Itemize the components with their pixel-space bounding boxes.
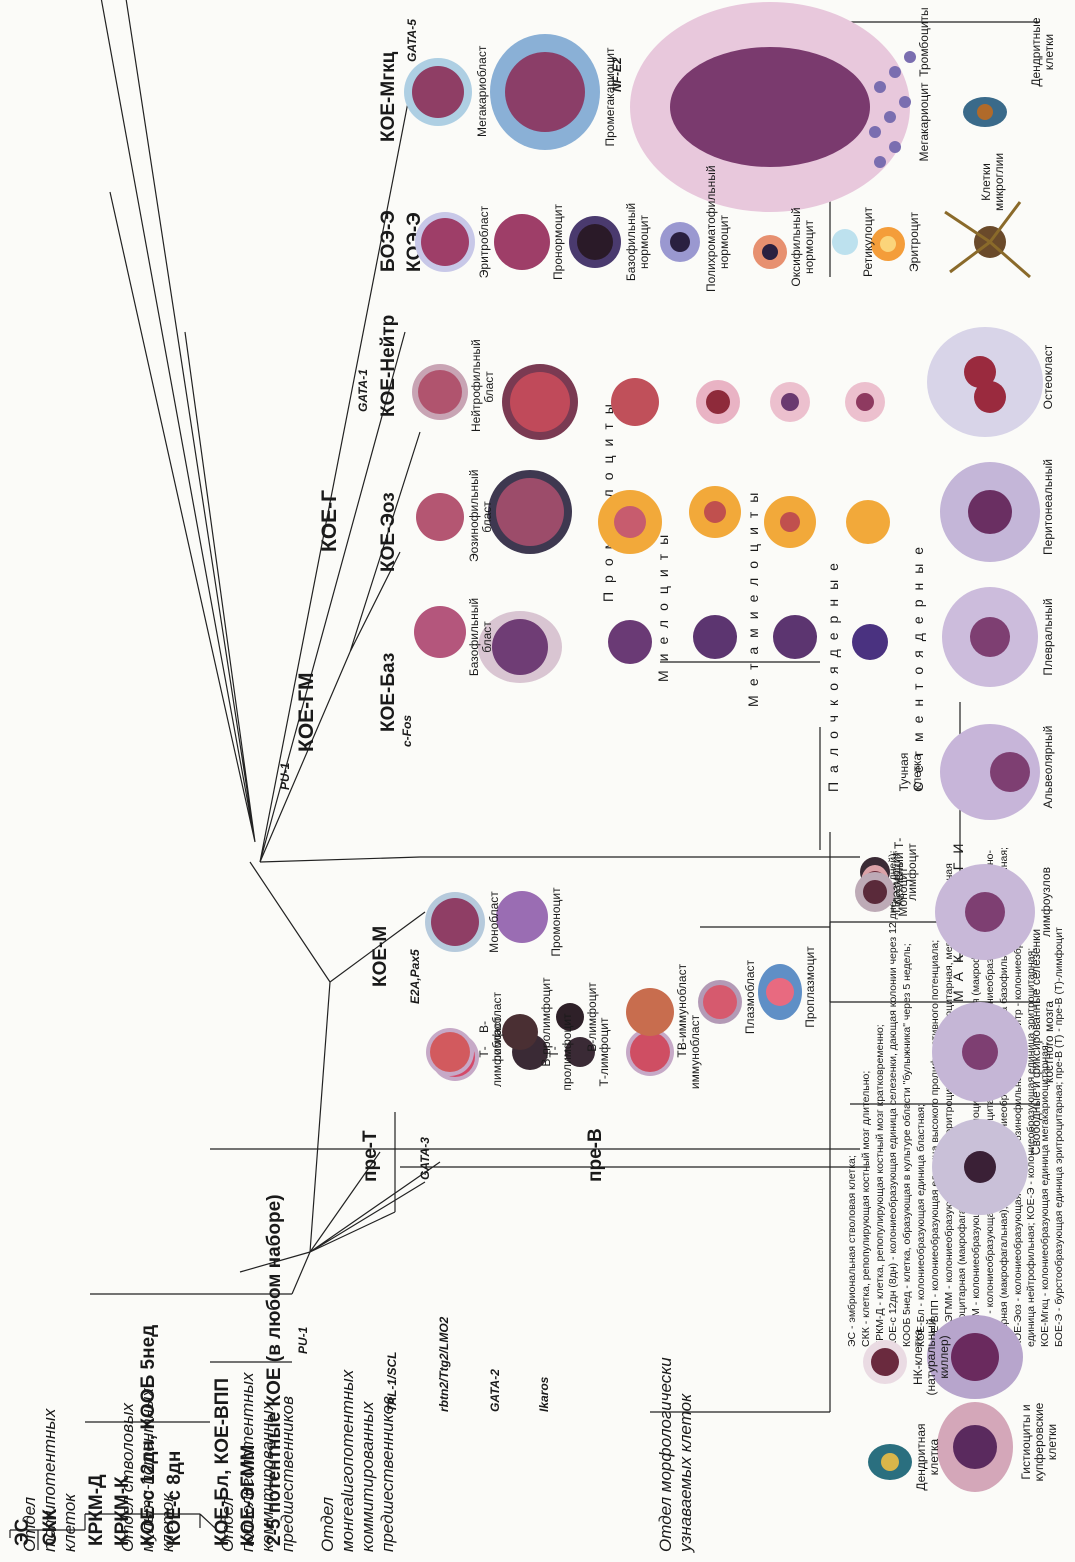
cell-baso-normocyte: [569, 216, 621, 268]
label-megakaryocyte: Мегакариоцит: [918, 77, 931, 167]
label-proplasmocyte: Проплазмоцит: [804, 942, 817, 1032]
label-dendritic-cells: Дендритные клетки: [1030, 12, 1056, 92]
cell-lymphnode-macrophage: [935, 864, 1035, 960]
cell-pronormocyte: [494, 214, 550, 270]
cell-eos-metamyelocyte: [689, 486, 741, 538]
cell-eos-blast: [416, 493, 464, 541]
label-b-lymphoblast: В-лимфобласт: [478, 987, 504, 1067]
cell-b-immunoblast: [626, 988, 674, 1036]
label-lymph-nodes: лимфоузлов: [1040, 857, 1053, 947]
cell-pleural: [942, 587, 1038, 687]
label-oxy-normocyte: Оксифильный нормоцит: [790, 202, 816, 292]
cell-dendritic-cells: [963, 97, 1007, 127]
label-peritoneal: Перитонеальный: [1042, 457, 1055, 557]
label-b-lymphocyte: В-лимфоцит: [586, 977, 599, 1057]
label-plasmablast: Плазмобласт: [744, 957, 757, 1037]
cell-erythrocyte: [871, 227, 905, 261]
cell-peritoneal: [940, 462, 1040, 562]
label-megakaryoblast: Мегакариобласт: [476, 47, 489, 137]
label-erythroblast: Эритробласт: [478, 202, 491, 282]
cell-histiocyte: [937, 1402, 1013, 1492]
label-mast: Тучная клетка: [898, 742, 924, 802]
label-neut-blast: Нейтрофильный бласт: [470, 342, 496, 432]
label-t-lymphocyte: Т-лимфоцит: [598, 1012, 611, 1092]
cell-osteoclast: [927, 327, 1043, 437]
cell-promonocyte: [496, 891, 548, 943]
label-microglia: Клетки микроглии: [980, 142, 1006, 222]
label-baso-blast: Базофильный бласт: [468, 597, 494, 677]
label-pronormocyte: Пронормоцит: [552, 202, 565, 282]
cell-bm-macrophage: [932, 1002, 1028, 1102]
cell-eos-band: [764, 496, 816, 548]
cell-megakaryoblast: [404, 58, 472, 126]
cell-b-prolymphocyte: [502, 1014, 538, 1050]
label-alveolar: Альвеолярный: [1042, 722, 1055, 812]
label-promonocyte: Промоноцит: [550, 882, 563, 962]
cell-neut-promyelocyte: [502, 364, 578, 440]
label-osteoclast: Остеокласт: [1042, 332, 1055, 422]
cell-reticulocyte: [832, 229, 858, 255]
cell-b-lymphoblast: [426, 1028, 474, 1076]
label-reticulocyte: Ретикулоцит: [862, 202, 875, 282]
cell-neut-segmented: [845, 382, 885, 422]
label-dendritic: Дендритная клетка: [915, 1422, 941, 1492]
label-monoblast: Монобласт: [488, 882, 501, 962]
label-platelets: Тромбоциты: [918, 2, 931, 82]
cell-dendritic: [868, 1444, 912, 1480]
cell-neut-blast: [412, 364, 468, 420]
cell-spleen-macrophage: [932, 1119, 1028, 1215]
cell-baso-band: [773, 615, 817, 659]
cell-megakaryocyte: [630, 2, 910, 212]
label-poly-normocyte: Полихроматофильный нормоцит: [705, 192, 731, 292]
cell-proplasmocyte: [758, 964, 802, 1020]
cell-baso-blast: [414, 606, 466, 658]
label-pleural: Плевральный: [1042, 592, 1055, 682]
cell-eos-segmented: [846, 500, 890, 544]
cell-neut-band: [770, 382, 810, 422]
cell-neut-myelocyte: [611, 378, 659, 426]
label-b-prolymphocyte: В-пролимфоцит: [540, 977, 553, 1067]
label-nk: НК-клетка (натуральный киллер): [912, 1317, 951, 1397]
label-erythrocyte: Эритроцит: [908, 202, 921, 282]
cell-baso-segmented: [852, 624, 888, 660]
cell-oxy-normocyte: [753, 235, 787, 269]
cell-eos-promyelocyte: [488, 470, 572, 554]
label-spleen-bm: Свободные и фиксированные селезенки кост…: [1030, 922, 1056, 1162]
cell-nk: [863, 1340, 907, 1384]
label-promegakaryocyte: Промегакариоцит: [604, 42, 617, 152]
cell-promegakaryocyte: [490, 34, 600, 150]
label-b-immunoblast: В-иммунобласт: [676, 962, 689, 1052]
label-monocyte: Моноцит: [897, 852, 910, 932]
label-histiocytes: Гистиоциты и купферовские клетки: [1020, 1387, 1059, 1497]
label-eos-blast: Эозинофильный бласт: [468, 472, 494, 562]
cell-eos-myelocyte: [598, 490, 662, 554]
label-baso-normocyte: Базофильный нормоцит: [625, 197, 651, 287]
cell-baso-metamyelocyte: [693, 615, 737, 659]
cell-alveolar: [940, 724, 1040, 820]
cell-plasmablast: [698, 980, 742, 1024]
cell-baso-myelocyte: [608, 620, 652, 664]
cell-erythroblast: [415, 212, 475, 272]
cell-monoblast: [425, 892, 485, 952]
cell-neut-metamyelocyte: [696, 380, 740, 424]
cell-poly-normocyte: [660, 222, 700, 262]
